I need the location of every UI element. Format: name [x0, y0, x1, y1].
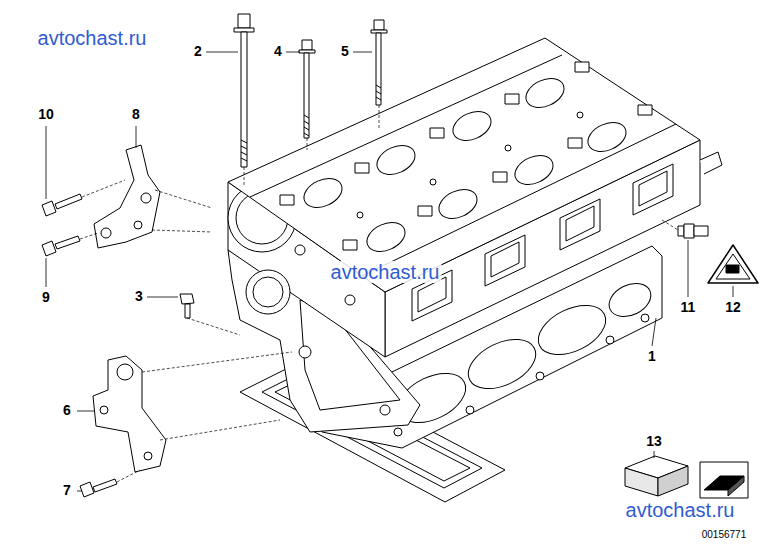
callout-number: 3 — [134, 289, 144, 304]
callout-number: 11 — [680, 300, 697, 315]
warning-label — [708, 245, 758, 283]
callout-number: 2 — [193, 44, 203, 59]
watermark: avtochast.ru — [624, 499, 737, 521]
leader-lines — [46, 52, 733, 491]
callout-number: 9 — [41, 290, 51, 305]
callout-number: 10 — [37, 107, 55, 122]
temperature-sensor — [662, 220, 708, 238]
watermark: avtochast.ru — [329, 261, 442, 283]
callout-number: 7 — [62, 483, 72, 498]
callout-number: 13 — [645, 434, 663, 449]
callout-number: 12 — [724, 300, 742, 315]
watermark: avtochast.ru — [36, 27, 149, 49]
head-bolts — [234, 14, 387, 185]
callout-number: 6 — [62, 403, 72, 418]
reference-icon — [700, 462, 748, 498]
bracket-upper — [42, 145, 212, 256]
callout-number: 4 — [273, 44, 283, 59]
callout-number: 1 — [647, 349, 657, 364]
diagram-number: 00156771 — [702, 529, 747, 540]
head-top — [228, 38, 700, 292]
parts-box-icon — [625, 456, 688, 496]
bracket-lower — [80, 294, 292, 497]
callout-number: 5 — [340, 44, 350, 59]
callout-number: 8 — [131, 107, 141, 122]
